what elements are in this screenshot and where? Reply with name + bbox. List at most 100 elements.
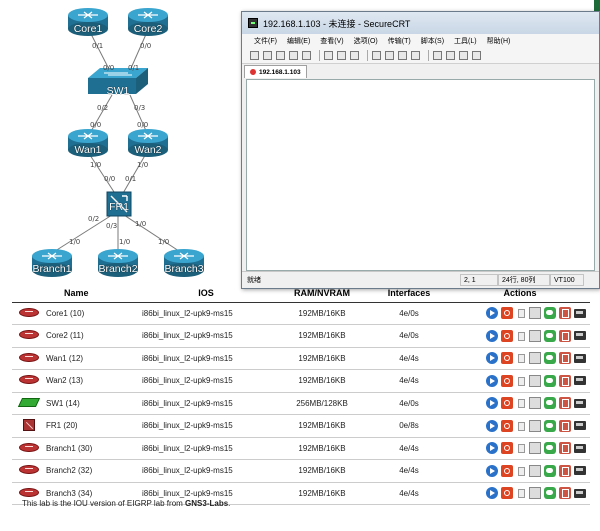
session-options-icon[interactable]: [385, 51, 394, 60]
wipe-icon[interactable]: [559, 464, 571, 477]
menu-view[interactable]: 查看(V): [320, 38, 344, 45]
export-icon[interactable]: [574, 353, 586, 363]
cloud-icon[interactable]: [544, 442, 556, 455]
cloud-icon[interactable]: [544, 329, 556, 342]
stop-icon[interactable]: [501, 374, 513, 387]
node-branch3[interactable]: Branch3: [164, 263, 204, 275]
node-core2[interactable]: Core2: [133, 23, 163, 35]
tab-session[interactable]: 192.168.1.103: [244, 65, 307, 78]
wipe-icon[interactable]: [559, 419, 571, 432]
start-icon[interactable]: [486, 397, 498, 410]
window-titlebar[interactable]: 192.168.1.103 - 未连接 - SecureCRT: [242, 12, 599, 34]
start-icon[interactable]: [486, 374, 498, 387]
node-wan2[interactable]: Wan2: [134, 144, 162, 156]
menu-help[interactable]: 帮助(H): [486, 38, 511, 45]
config-icon[interactable]: [529, 419, 541, 432]
console-icon[interactable]: [516, 330, 526, 342]
export-icon[interactable]: [574, 398, 586, 408]
start-icon[interactable]: [486, 419, 498, 432]
start-icon[interactable]: [486, 307, 498, 320]
cloud-icon[interactable]: [544, 374, 556, 387]
config-icon[interactable]: [529, 307, 541, 320]
menu-file[interactable]: 文件(F): [254, 38, 277, 45]
config-icon[interactable]: [529, 352, 541, 365]
stop-icon[interactable]: [501, 442, 513, 455]
node-branch2[interactable]: Branch2: [98, 263, 138, 275]
stop-icon[interactable]: [501, 307, 513, 320]
keymap-icon[interactable]: [433, 51, 442, 60]
paste-icon[interactable]: [337, 51, 346, 60]
export-icon[interactable]: [574, 443, 586, 453]
start-icon[interactable]: [486, 442, 498, 455]
menu-tools[interactable]: 工具(L): [454, 38, 477, 45]
quick-connect-icon[interactable]: [263, 51, 272, 60]
disconnect-icon[interactable]: [302, 51, 311, 60]
cloud-icon[interactable]: [544, 419, 556, 432]
stop-icon[interactable]: [501, 397, 513, 410]
config-icon[interactable]: [529, 487, 541, 500]
terminal-area[interactable]: [246, 79, 595, 271]
find-icon[interactable]: [350, 51, 359, 60]
console-icon[interactable]: [516, 375, 526, 387]
export-icon[interactable]: [574, 376, 586, 386]
config-icon[interactable]: [529, 329, 541, 342]
wipe-icon[interactable]: [559, 307, 571, 320]
help-icon[interactable]: [459, 51, 468, 60]
node-branch1[interactable]: Branch1: [32, 263, 72, 275]
config-icon[interactable]: [529, 397, 541, 410]
connect-tab-icon[interactable]: [276, 51, 285, 60]
node-wan1[interactable]: Wan1: [74, 144, 102, 156]
cloud-icon[interactable]: [544, 464, 556, 477]
securecrt-window[interactable]: 192.168.1.103 - 未连接 - SecureCRT 文件(F) 编辑…: [241, 11, 600, 289]
console-icon[interactable]: [516, 442, 526, 454]
sftp-icon[interactable]: [446, 51, 455, 60]
start-icon[interactable]: [486, 329, 498, 342]
copy-icon[interactable]: [324, 51, 333, 60]
stop-icon[interactable]: [501, 329, 513, 342]
export-icon[interactable]: [574, 308, 586, 318]
console-icon[interactable]: [516, 397, 526, 409]
wipe-icon[interactable]: [559, 397, 571, 410]
cloud-icon[interactable]: [544, 352, 556, 365]
about-icon[interactable]: [472, 51, 481, 60]
print-icon[interactable]: [372, 51, 381, 60]
wipe-icon[interactable]: [559, 487, 571, 500]
menu-options[interactable]: 选项(O): [353, 38, 378, 45]
wipe-icon[interactable]: [559, 329, 571, 342]
stop-icon[interactable]: [501, 352, 513, 365]
export-icon[interactable]: [574, 488, 586, 498]
menu-script[interactable]: 脚本(S): [420, 38, 445, 45]
wipe-icon[interactable]: [559, 374, 571, 387]
console-icon[interactable]: [516, 465, 526, 477]
console-icon[interactable]: [516, 352, 526, 364]
stop-icon[interactable]: [501, 419, 513, 432]
config-icon[interactable]: [529, 374, 541, 387]
export-icon[interactable]: [574, 466, 586, 476]
stop-icon[interactable]: [501, 487, 513, 500]
node-fr1[interactable]: FR1: [109, 201, 129, 213]
wipe-icon[interactable]: [559, 352, 571, 365]
export-icon[interactable]: [574, 331, 586, 341]
console-icon[interactable]: [516, 307, 526, 319]
wipe-icon[interactable]: [559, 442, 571, 455]
node-sw1[interactable]: SW1: [106, 85, 130, 97]
print-setup-icon[interactable]: [411, 51, 420, 60]
topology-canvas[interactable]: Core1 Core2 SW1 Wan1 Wan2 FR1 Branch1 Br…: [0, 0, 600, 285]
stop-icon[interactable]: [501, 464, 513, 477]
config-icon[interactable]: [529, 442, 541, 455]
connect-icon[interactable]: [250, 51, 259, 60]
export-icon[interactable]: [574, 421, 586, 431]
menu-transfer[interactable]: 传输(T): [387, 38, 411, 45]
node-core1[interactable]: Core1: [73, 23, 103, 35]
console-icon[interactable]: [516, 487, 526, 499]
console-icon[interactable]: [516, 420, 526, 432]
cloud-icon[interactable]: [544, 397, 556, 410]
start-icon[interactable]: [486, 487, 498, 500]
start-icon[interactable]: [486, 352, 498, 365]
global-options-icon[interactable]: [398, 51, 407, 60]
cloud-icon[interactable]: [544, 487, 556, 500]
menu-edit[interactable]: 编辑(E): [286, 38, 311, 45]
cloud-icon[interactable]: [544, 307, 556, 320]
config-icon[interactable]: [529, 464, 541, 477]
start-icon[interactable]: [486, 464, 498, 477]
